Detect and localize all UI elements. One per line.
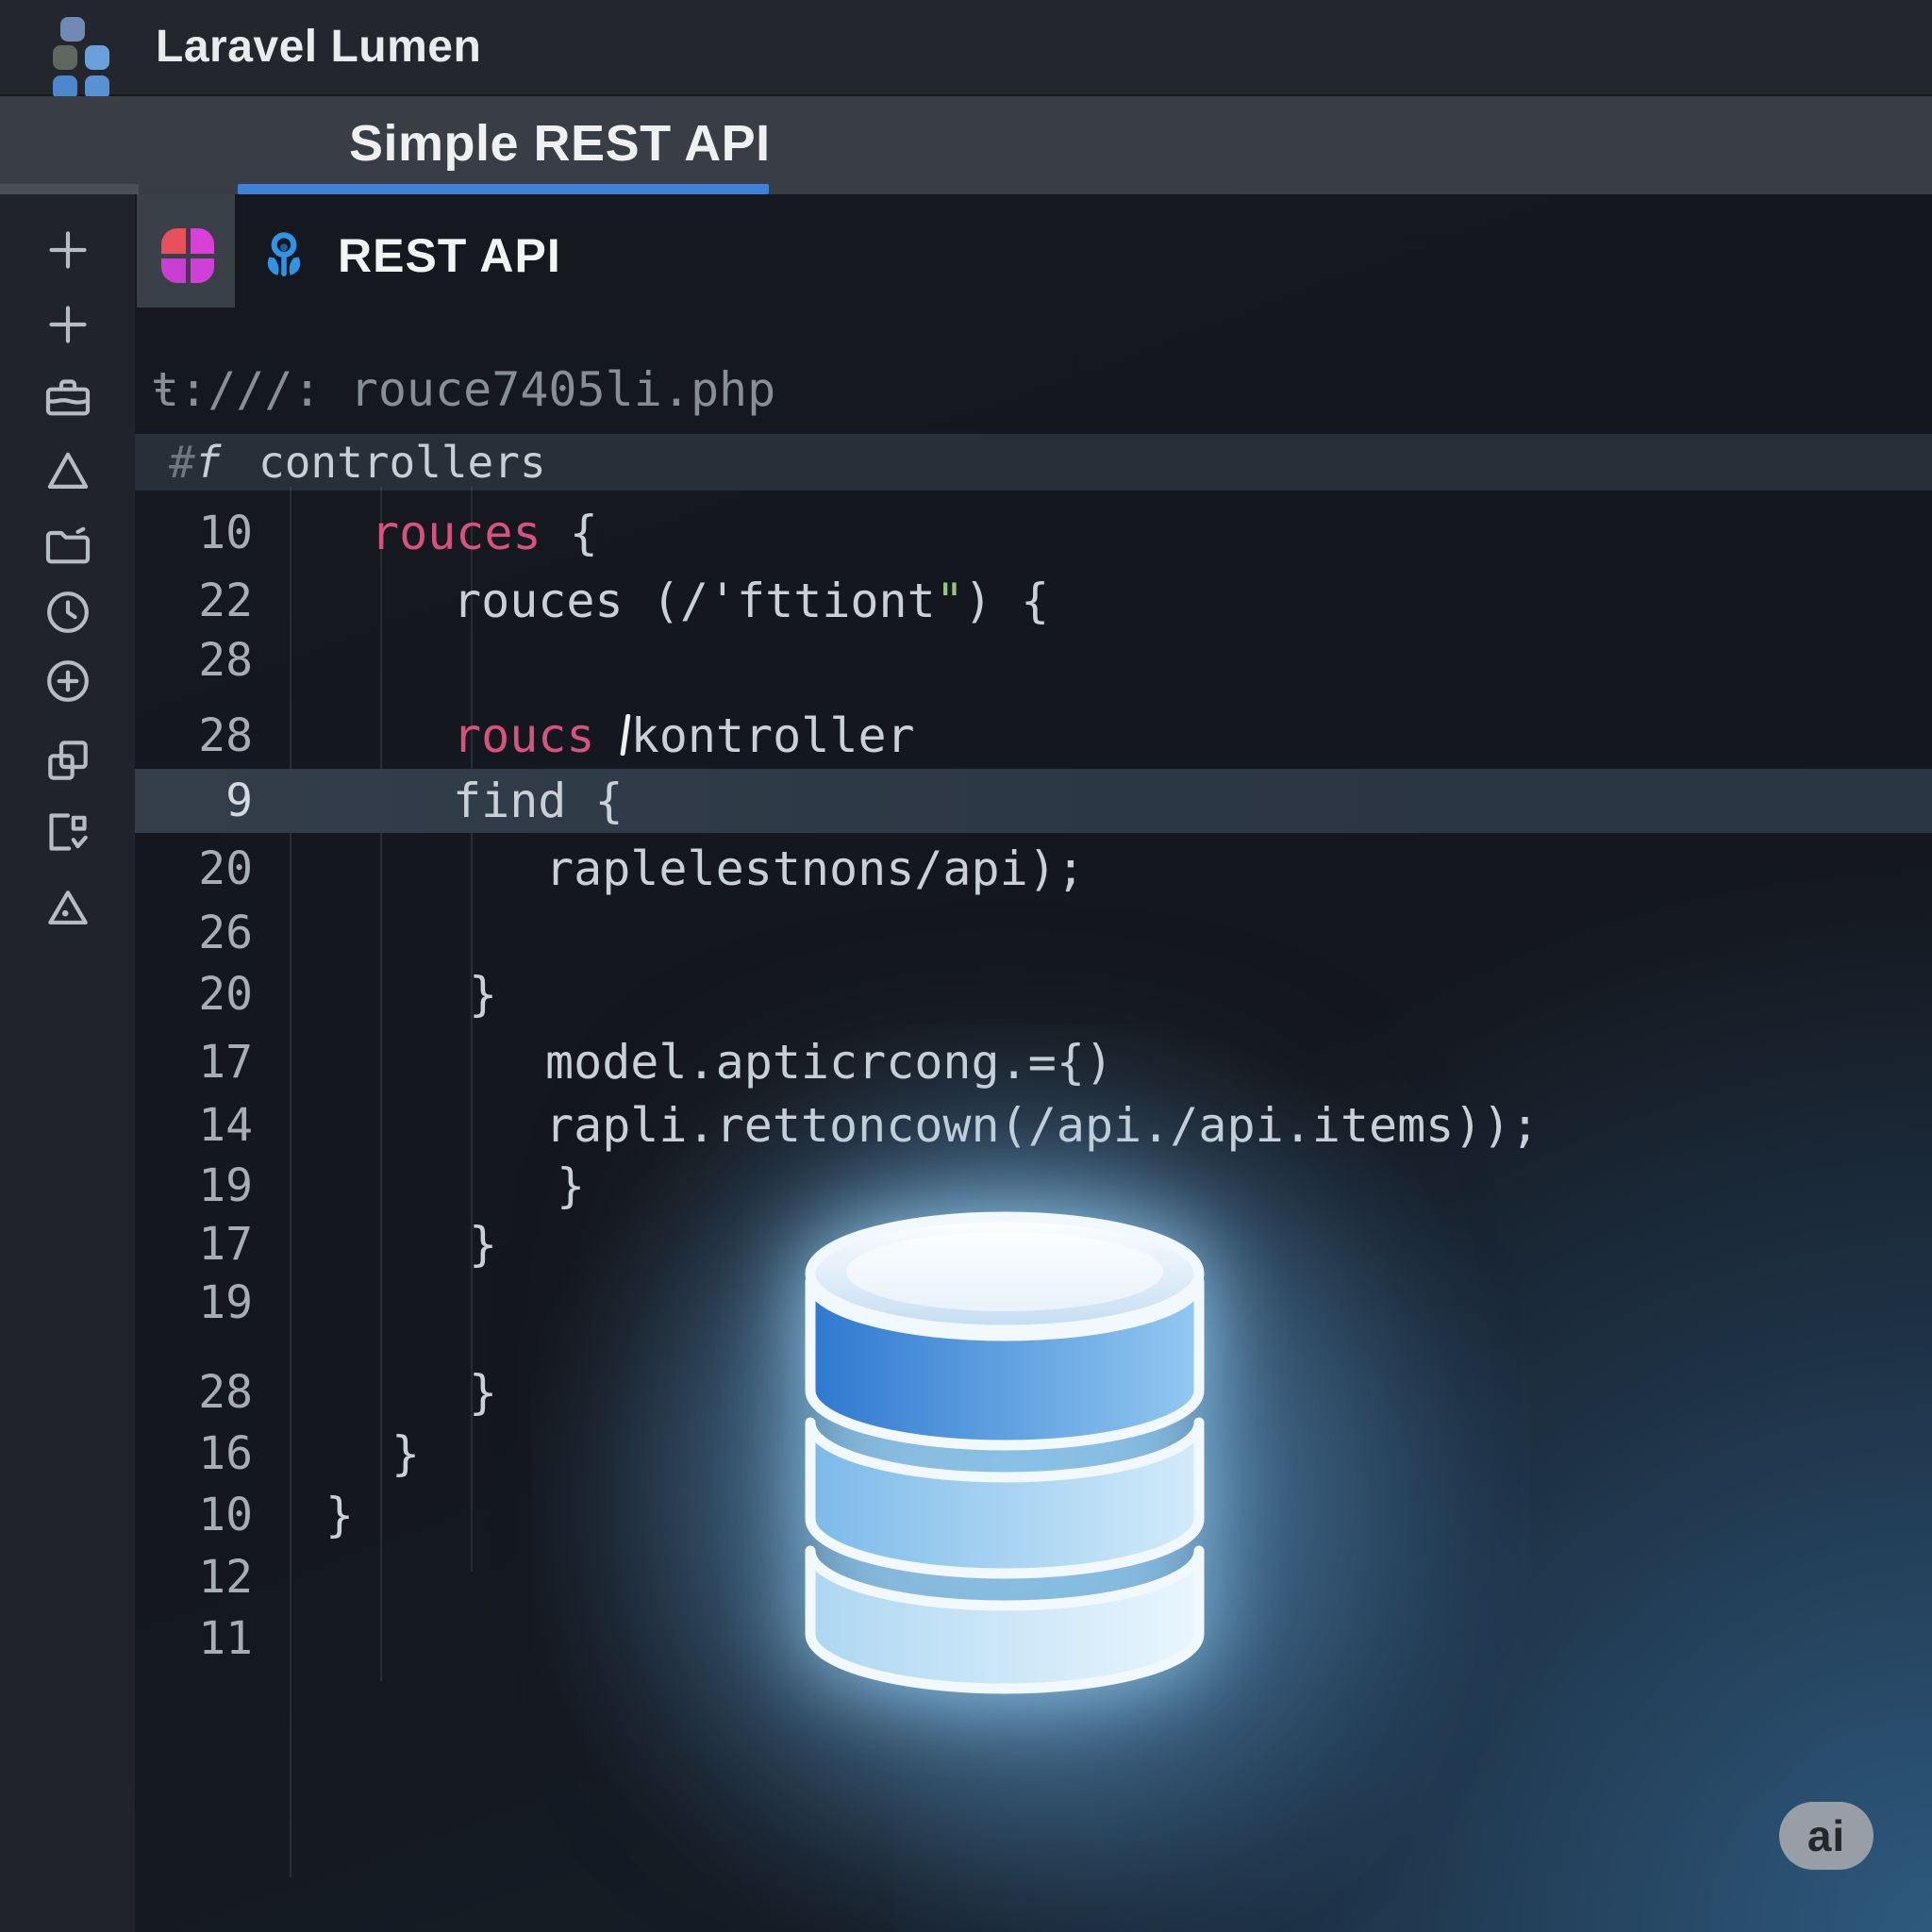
line-number[interactable]: 17 [198, 1036, 253, 1089]
line-number[interactable]: 20 [198, 968, 253, 1021]
code-line[interactable]: 10 rouces { [135, 501, 1932, 565]
code-text: rouces (/'fttiont") { [453, 574, 1050, 628]
plus-icon[interactable] [42, 298, 94, 351]
code-line[interactable]: 22 rouces (/'fttiont") { [135, 569, 1932, 633]
line-number[interactable]: 9 [225, 774, 253, 827]
briefcase-icon[interactable] [42, 372, 94, 425]
code-line[interactable]: 10} [135, 1483, 1932, 1547]
code-line[interactable]: 17} [135, 1212, 1932, 1276]
app-title: Laravel Lumen [156, 22, 482, 72]
gutter-separator [290, 487, 291, 1877]
code-text: find { [453, 774, 624, 828]
line-number[interactable]: 28 [198, 634, 253, 687]
app-logo-icon[interactable] [53, 17, 115, 100]
folder-icon[interactable] [42, 520, 94, 573]
triangle-icon[interactable] [42, 445, 94, 498]
line-number[interactable]: 10 [198, 507, 253, 559]
code-line[interactable]: 28 roucs kontroller [135, 704, 1932, 768]
line-number[interactable]: 28 [198, 1366, 253, 1419]
line-number[interactable]: 28 [198, 709, 253, 762]
active-file-tab[interactable] [137, 194, 235, 308]
code-text: } [469, 1365, 498, 1420]
code-text: roucs kontroller [453, 708, 915, 763]
code-text: } [391, 1426, 421, 1481]
indent-guide [471, 487, 473, 1572]
activity-bar [0, 194, 137, 1932]
frame-icon[interactable] [42, 806, 94, 858]
copy-icon[interactable] [42, 734, 94, 787]
line-number[interactable]: 26 [198, 907, 253, 959]
code-line[interactable]: 17 model.apticrcong.={) [135, 1030, 1932, 1094]
clock-icon[interactable] [42, 586, 94, 639]
active-tab-underline [238, 184, 769, 194]
code-line[interactable]: 11 [135, 1607, 1932, 1671]
quadrant-tile-icon [161, 228, 214, 283]
code-line[interactable]: 28 [135, 628, 1932, 692]
plus-icon[interactable] [42, 224, 94, 276]
code-line[interactable]: 14 rapli.rettoncown(/api./api.items)); [135, 1093, 1932, 1158]
line-number[interactable]: 10 [198, 1489, 253, 1541]
line-number[interactable]: 22 [198, 575, 253, 627]
scope-prefix: #f [169, 437, 222, 488]
line-number[interactable]: 17 [198, 1218, 253, 1271]
code-text: rapli.rettoncown(/api./api.items)); [545, 1098, 1540, 1153]
file-path[interactable]: ŧ:///: rouce7405li.php [151, 362, 776, 417]
code-line[interactable]: 26 [135, 901, 1932, 965]
line-number[interactable]: 20 [198, 842, 253, 895]
tab-label[interactable]: REST API [338, 229, 561, 282]
code-text: } [325, 1488, 355, 1542]
line-number[interactable]: 12 [198, 1551, 253, 1604]
code-line[interactable]: 9 find { [135, 769, 1932, 833]
title-bar: Laravel Lumen [0, 0, 1932, 100]
line-number[interactable]: 14 [198, 1099, 253, 1152]
database-illustration [789, 1191, 1221, 1707]
sticky-scope-row[interactable]: #f controllers [135, 434, 1932, 491]
indent-guide [380, 487, 382, 1681]
code-line[interactable]: 12 [135, 1545, 1932, 1609]
code-text: } [557, 1158, 586, 1213]
code-line[interactable]: 16} [135, 1422, 1932, 1486]
page-title: Simple REST API [349, 115, 771, 172]
plus-circle-icon[interactable] [42, 655, 94, 708]
code-text: raplelestnons/api); [545, 841, 1085, 896]
line-number[interactable]: 11 [198, 1612, 253, 1665]
code-line[interactable]: 19} [135, 1154, 1932, 1218]
code-line[interactable]: 20 raplelestnons/api); [135, 837, 1932, 901]
code-text: } [469, 967, 498, 1022]
send-icon[interactable] [42, 882, 94, 935]
code-text: } [469, 1217, 498, 1272]
line-number[interactable]: 16 [198, 1427, 253, 1480]
line-number[interactable]: 19 [198, 1159, 253, 1212]
code-text: rouces { [371, 506, 598, 560]
code-line[interactable]: 19 [135, 1271, 1932, 1335]
ai-badge: ai [1779, 1802, 1874, 1870]
code-text: model.apticrcong.={) [545, 1035, 1114, 1090]
underline-segment [0, 184, 139, 194]
scope-label: controllers [258, 437, 546, 488]
line-number[interactable]: 19 [198, 1276, 253, 1329]
code-line[interactable]: 20} [135, 962, 1932, 1026]
code-line[interactable]: 28} [135, 1360, 1932, 1424]
rest-person-icon [255, 226, 313, 285]
nav-bar [0, 96, 1932, 267]
editor: REST API ŧ:///: rouce7405li.php #f contr… [135, 194, 1932, 1932]
